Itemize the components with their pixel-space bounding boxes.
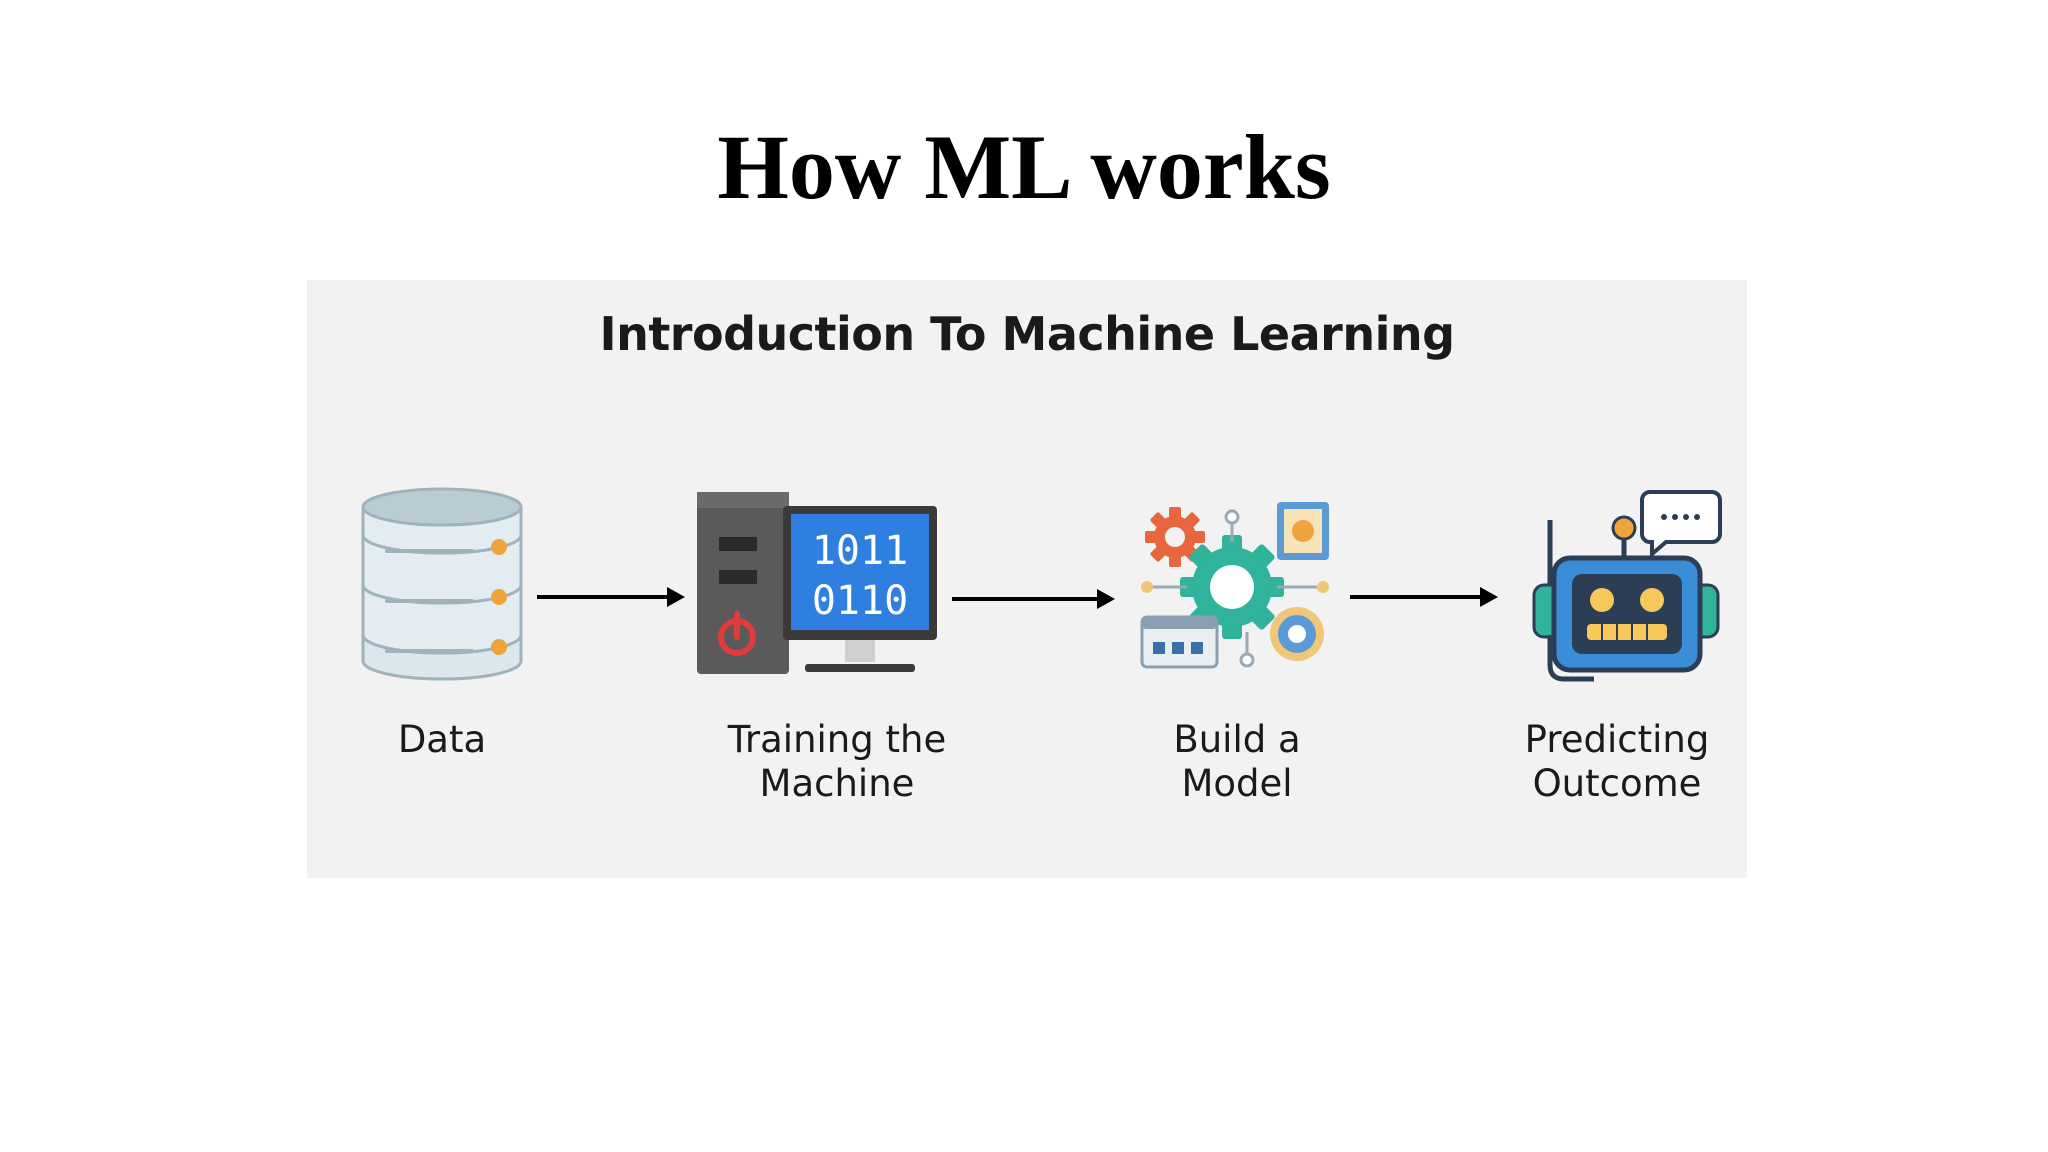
screen-binary-line-1: 1011: [812, 528, 908, 574]
screen-binary-line-2: 0110: [812, 578, 908, 624]
robot-icon: [1532, 490, 1722, 682]
step-label-model: Build a Model: [1173, 718, 1301, 805]
step-label-outcome: Predicting Outcome: [1524, 718, 1710, 805]
step-label-training: Training the Machine: [727, 718, 947, 805]
computer-icon: 1011 0110: [697, 492, 937, 674]
slide-title: How ML works: [717, 116, 1331, 218]
gear-model-icon: [1140, 502, 1329, 669]
panel-title: Introduction To Machine Learning: [599, 307, 1455, 361]
arrow-right-icon: [537, 587, 685, 607]
diagram-panel: Introduction To Machine Learning Data: [307, 280, 1747, 878]
database-icon: [361, 487, 523, 681]
arrow-right-icon: [1350, 587, 1498, 607]
arrow-right-icon: [952, 589, 1115, 609]
step-label-data: Data: [397, 718, 487, 761]
